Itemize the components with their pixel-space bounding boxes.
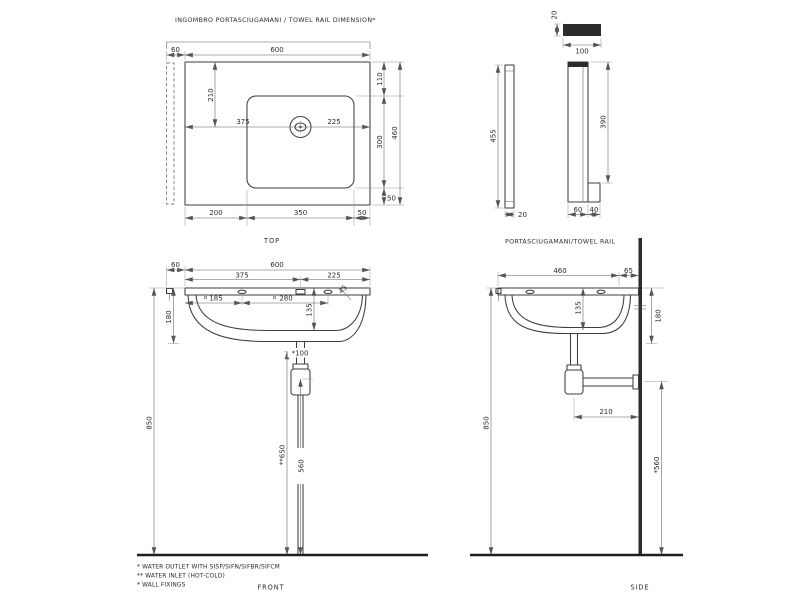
towel-rail-footprint [166, 62, 175, 205]
towel-rail-view: 20 100 455 20 390 60 40 PORTASCIUGAMANI/… [490, 11, 616, 246]
dim-top-right-lower: 50 [387, 195, 396, 203]
dim-top-bottom-right: 50 [358, 209, 367, 217]
dim-front-rail-offset: 60 [171, 261, 180, 269]
footnote-water-inlet: ** WATER INLET (HOT-COLD) [137, 574, 225, 580]
dim-front-fixing-left: 185 [209, 295, 222, 303]
dim-rail-bar-thickness: 20 [551, 11, 559, 20]
dim-side-edge-height: 180 [655, 309, 663, 322]
side-tailpipe [569, 332, 579, 366]
dim-top-bottom-left: 200 [209, 209, 222, 217]
dim-front-tap-from-right: 225 [327, 271, 340, 279]
fixing-mark-symbol [272, 295, 277, 300]
dim-front-rim-height: 850 [146, 416, 154, 429]
dim-front-bowl-depth: 135 [306, 303, 314, 316]
dim-front-outlet-drop: *100 [292, 350, 309, 358]
rail-foot-step [587, 182, 601, 203]
dim-front-corner: 45 [337, 284, 349, 296]
dim-top-rail-offset: 60 [171, 46, 180, 54]
rail-right-profile [567, 61, 589, 203]
dim-front-edge-height: 180 [165, 310, 173, 323]
side-trap-nut [566, 364, 582, 371]
drawing-title: INGOMBRO PORTASCIUGAMANI / TOWEL RAIL DI… [175, 17, 376, 24]
top-view-dimensions [166, 41, 404, 226]
dim-side-trap-to-wall: 210 [599, 408, 612, 416]
rail-left-profile [504, 64, 515, 209]
side-fixing-hole [596, 289, 606, 295]
dim-top-right-upper: 110 [376, 72, 384, 85]
dim-front-fixing-span: 280 [279, 295, 292, 303]
wall-section [638, 238, 642, 555]
dim-front-width: 600 [270, 261, 283, 269]
dim-side-wall-offset: 65 [624, 267, 633, 275]
dim-front-outlet-height: 560 [298, 459, 306, 472]
top-view-label: TOP [263, 237, 280, 245]
rail-bar-section [563, 24, 601, 36]
dim-front-tap-from-left: 375 [235, 271, 248, 279]
towel-rail-outline [504, 24, 601, 209]
dim-rail-foot-step: 40 [590, 206, 599, 214]
side-outlet-pipe [582, 377, 634, 387]
dim-top-width: 600 [270, 46, 283, 54]
wall-fixing-mark [634, 305, 646, 310]
front-rail-end [165, 287, 174, 295]
front-view-label: FRONT [257, 584, 284, 592]
side-view-dimensions [470, 272, 683, 557]
side-rim [497, 287, 640, 296]
dim-top-bottom-mid: 350 [294, 209, 307, 217]
side-bottle-trap [564, 369, 584, 395]
dim-side-outlet-height: *560 [653, 457, 661, 474]
front-view: 60 600 375 225 185 280 135 45 180 *100 8… [137, 261, 428, 592]
front-view-outline [165, 287, 371, 556]
fixing-hole-right [323, 289, 333, 295]
front-bowl-outer [187, 294, 367, 343]
dim-front-inlet-height: **650 [279, 445, 287, 465]
front-bowl-inner [195, 294, 364, 332]
front-view-dimensions [137, 266, 428, 557]
footnote-water-outlet: * WATER OUTLET WITH SISP/SIFN/SIFBR/SIFC… [137, 565, 280, 571]
front-trap-nut [292, 363, 309, 370]
dim-top-tap-from-right: 225 [327, 118, 340, 126]
dim-rail-right-height: 390 [600, 115, 608, 128]
side-bowl-outer [504, 294, 632, 335]
side-view-outline [495, 238, 646, 555]
dim-rail-left-height: 455 [490, 129, 498, 142]
dim-top-tap-from-top: 210 [207, 88, 215, 101]
front-tap-hole [295, 288, 306, 295]
top-view: INGOMBRO PORTASCIUGAMANI / TOWEL RAIL DI… [166, 17, 404, 245]
dim-top-tap-from-left: 375 [236, 118, 249, 126]
side-fixing-hole [525, 289, 535, 295]
dim-side-rim-height: 850 [483, 416, 491, 429]
towel-rail-dimensions [495, 23, 612, 218]
front-rim [184, 287, 371, 296]
towel-rail-view-label: PORTASCIUGAMANI/TOWEL RAIL [505, 239, 615, 246]
towel-rail-extent-bracket [166, 41, 371, 49]
fixing-mark-symbol [203, 295, 208, 300]
dim-top-depth: 460 [391, 126, 399, 139]
fixing-hole-left [237, 289, 247, 295]
dim-top-right-mid: 300 [376, 135, 384, 148]
wall-flange [632, 374, 640, 390]
side-bowl-inner [511, 294, 625, 329]
dim-side-depth: 460 [553, 267, 566, 275]
footnote-wall-fixings: * WALL FIXINGS [137, 583, 186, 589]
side-view-label: SIDE [631, 584, 650, 592]
dim-rail-foot-main: 60 [574, 206, 583, 214]
dim-rail-left-thickness: 20 [518, 211, 527, 219]
dim-rail-bar-width: 100 [575, 48, 588, 56]
side-view: 460 65 135 180 850 210 *560 SIDE [470, 238, 683, 592]
dim-side-bowl-depth: 135 [575, 301, 583, 314]
top-view-outline [166, 61, 371, 206]
